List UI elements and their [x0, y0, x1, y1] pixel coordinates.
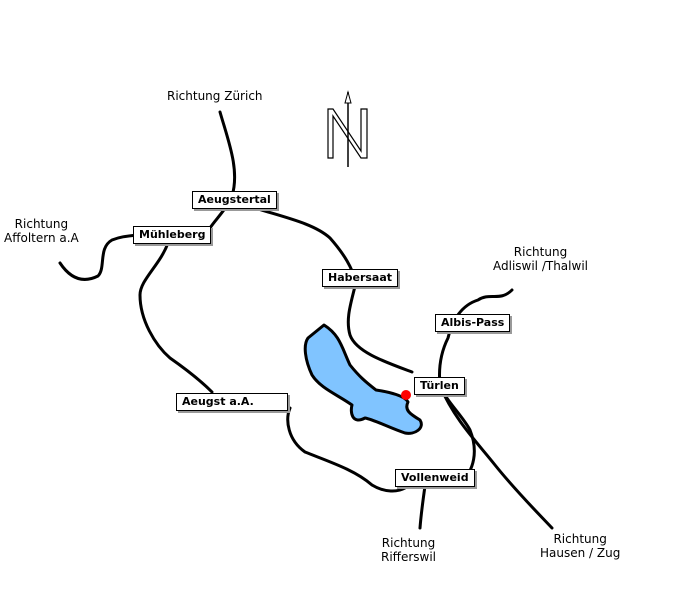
- direction-line: Adliswil /Thalwil: [493, 259, 588, 273]
- direction-line: Affoltern a.A: [4, 231, 79, 245]
- north-arrow-icon: [327, 90, 368, 167]
- place-label-aeugst: Aeugst a.A.: [176, 393, 288, 411]
- direction-line: Richtung: [553, 532, 607, 546]
- place-label-habersaat: Habersaat: [322, 269, 399, 287]
- direction-rifferswil: Richtung Rifferswil: [381, 536, 436, 564]
- direction-line: Rifferswil: [381, 550, 436, 564]
- direction-line: Hausen / Zug: [540, 546, 621, 560]
- direction-line: Richtung: [513, 245, 568, 259]
- place-label-albis-pass: Albis-Pass: [435, 314, 511, 332]
- direction-zurich: Richtung Zürich: [167, 89, 263, 103]
- place-label-vollenweid: Vollenweid: [395, 469, 475, 487]
- direction-line: Richtung: [14, 217, 69, 231]
- road-affoltern: [58, 233, 140, 281]
- direction-adliswil: Richtung Adliswil /Thalwil: [493, 245, 588, 273]
- direction-hausen: Richtung Hausen / Zug: [540, 532, 620, 560]
- place-label-tuerlen: Türlen: [414, 377, 465, 395]
- road-hausen: [438, 384, 554, 530]
- location-marker: [401, 390, 411, 400]
- lake-tuerlersee: [303, 323, 423, 435]
- place-label-aeugstertal: Aeugstertal: [192, 191, 277, 209]
- direction-line: Richtung: [381, 536, 436, 550]
- place-label-muehleberg: Mühleberg: [133, 226, 212, 244]
- direction-affoltern: Richtung Affoltern a.A: [4, 217, 79, 245]
- road-rifferswil: [418, 484, 427, 530]
- road-zurich: [208, 110, 237, 230]
